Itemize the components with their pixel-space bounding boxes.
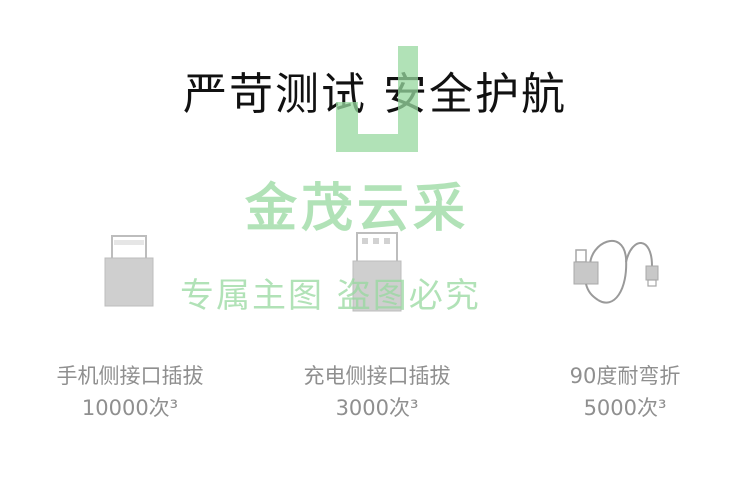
test-count: 10000次³ <box>81 396 179 420</box>
test-name: 90度耐弯折 <box>569 364 681 388</box>
watermark-subtitle: 专属主图 盗图必究 <box>180 276 481 316</box>
test-name: 充电侧接口插拔 <box>303 364 451 388</box>
test-count: 5000次³ <box>583 396 667 420</box>
test-item-usb-a: 充电侧接口插拔 3000次³ <box>252 360 502 424</box>
cable-icon <box>573 239 659 304</box>
test-name: 手机侧接口插拔 <box>56 364 204 388</box>
page-title: 严苛测试 安全护航 <box>183 69 567 120</box>
test-item-bend: 90度耐弯折 5000次³ <box>500 360 750 424</box>
test-item-usb-c: 手机侧接口插拔 10000次³ <box>5 360 255 424</box>
test-count: 3000次³ <box>335 396 419 420</box>
usb-c-adapter-icon <box>104 235 154 307</box>
usb-a-adapter-icon <box>352 232 402 312</box>
